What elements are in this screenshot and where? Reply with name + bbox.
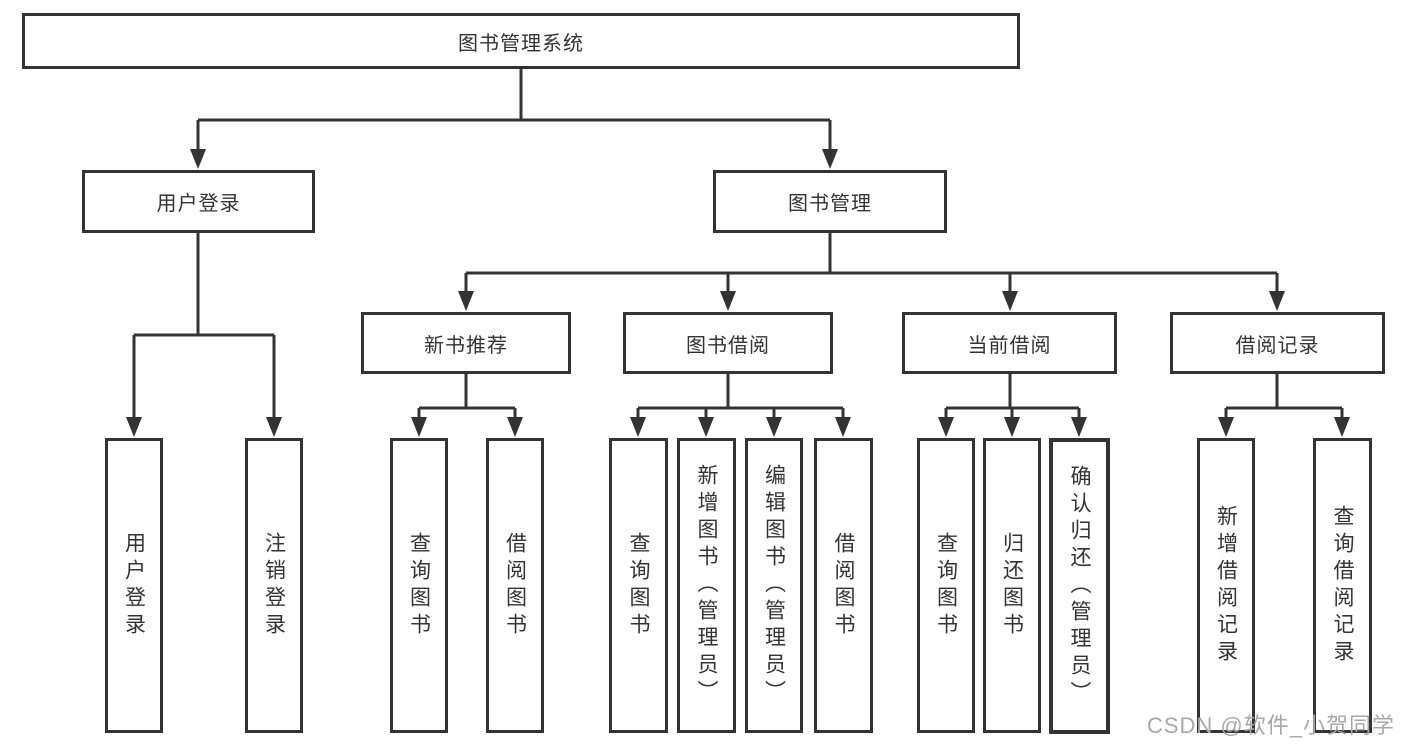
leaf-edit-book-admin: 编辑图书（管理员） [745, 438, 803, 733]
node-borrow-record: 借阅记录 [1170, 312, 1385, 374]
leaf-add-borrow-record: 新增借阅记录 [1197, 438, 1255, 733]
node-root: 图书管理系统 [22, 13, 1020, 69]
leaf-logout: 注销登录 [245, 438, 303, 733]
arrowhead-icons [126, 149, 1350, 437]
leaf-add-book-admin: 新增图书（管理员） [677, 438, 736, 733]
leaf-query-book-current: 查询图书 [917, 438, 975, 733]
leaf-return-book: 归还图书 [983, 438, 1041, 733]
leaf-query-book-recommend: 查询图书 [390, 438, 448, 733]
leaf-borrow-book: 借阅图书 [814, 438, 873, 733]
node-user-login: 用户登录 [82, 170, 315, 233]
leaf-user-login: 用户登录 [105, 438, 163, 733]
node-new-book-recommend: 新书推荐 [361, 312, 571, 374]
node-current-borrow: 当前借阅 [902, 312, 1117, 374]
leaf-query-book-borrow: 查询图书 [609, 438, 668, 733]
node-book-borrow: 图书借阅 [623, 312, 833, 374]
leaf-confirm-return-admin: 确认归还（管理员） [1049, 438, 1110, 734]
leaf-borrow-book-recommend: 借阅图书 [486, 438, 544, 733]
leaf-query-borrow-record: 查询借阅记录 [1313, 438, 1372, 733]
node-book-management: 图书管理 [713, 170, 947, 233]
